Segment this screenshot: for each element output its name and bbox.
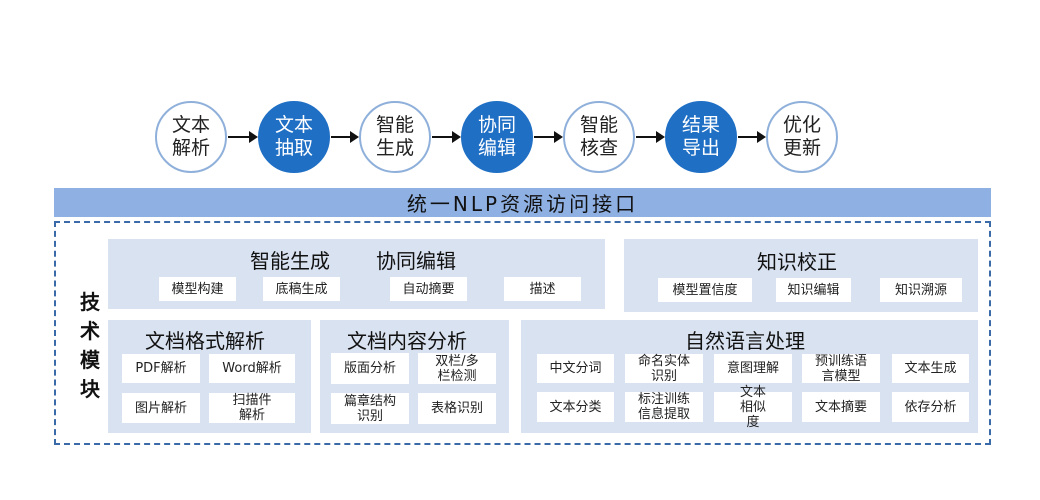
chip-draft-generate: 底稿生成 (263, 277, 340, 301)
flow-step-extract: 文本抽取 (258, 101, 330, 173)
chip-discourse-structure: 篇章结构识别 (331, 393, 409, 424)
chip-word-parse: Word解析 (209, 354, 295, 383)
flow-arrow (331, 131, 359, 143)
chip-column-detect: 双栏/多栏检测 (418, 353, 496, 384)
panel-title: 智能生成 (250, 249, 330, 273)
flow-step-parse: 文本解析 (155, 101, 227, 173)
panel-title: 知识校正 (757, 250, 837, 274)
chip-annotation-extraction: 标注训练信息提取 (625, 392, 703, 422)
flow-arrow (228, 131, 258, 143)
flow-arrow (432, 131, 461, 143)
flow-step-export: 结果导出 (665, 101, 737, 173)
flow-arrow (636, 131, 665, 143)
chip-text-summary: 文本摘要 (802, 392, 880, 422)
panel-title: 协同编辑 (376, 249, 456, 273)
chip-auto-summary: 自动摘要 (390, 277, 467, 301)
chip-knowledge-trace: 知识溯源 (880, 278, 962, 302)
flow-step-optimize: 优化更新 (766, 101, 838, 173)
panel-generate-collab: 智能生成 协同编辑 模型构建 底稿生成 自动摘要 描述 (108, 239, 605, 309)
chip-image-parse: 图片解析 (122, 393, 200, 423)
panel-title: 文档内容分析 (347, 329, 467, 353)
tech-modules-frame (54, 221, 991, 445)
panel-title: 文档格式解析 (145, 329, 265, 353)
chip-text-similarity: 文本相似度 (714, 385, 792, 430)
chip-dependency-parse: 依存分析 (892, 392, 969, 422)
chip-ner: 命名实体识别 (625, 354, 703, 384)
chip-pretrained-lm: 预训练语言模型 (802, 354, 880, 384)
panel-knowledge-correction: 知识校正 模型置信度 知识编辑 知识溯源 (624, 239, 978, 312)
panel-nlp: 自然语言处理 中文分词 命名实体识别 意图理解 预训练语言模型 文本生成 文本分… (521, 320, 978, 433)
chip-table-recognition: 表格识别 (418, 393, 496, 424)
chip-scan-parse: 扫描件解析 (209, 393, 295, 423)
unified-interface-banner: 统一NLP资源访问接口 (54, 188, 991, 217)
flow-step-check: 智能核查 (563, 101, 635, 173)
chip-knowledge-edit: 知识编辑 (776, 278, 851, 302)
tech-modules-label: 技术模块 (80, 290, 100, 401)
flow-arrow (738, 131, 766, 143)
chip-word-segmentation: 中文分词 (537, 354, 614, 383)
chip-intent: 意图理解 (714, 354, 792, 383)
chip-describe: 描述 (504, 277, 581, 301)
panel-title: 自然语言处理 (685, 329, 805, 353)
chip-pdf-parse: PDF解析 (122, 354, 200, 383)
flow-step-collab: 协同编辑 (461, 101, 533, 173)
chip-text-classification: 文本分类 (537, 392, 614, 422)
chip-model-confidence: 模型置信度 (658, 278, 752, 302)
flow-step-generate: 智能生成 (359, 101, 431, 173)
flow-arrow (534, 131, 563, 143)
panel-content-analysis: 文档内容分析 版面分析 双栏/多栏检测 篇章结构识别 表格识别 (320, 320, 509, 433)
chip-text-generation: 文本生成 (892, 354, 969, 383)
chip-model-build: 模型构建 (159, 277, 236, 301)
panel-format-parse: 文档格式解析 PDF解析 Word解析 图片解析 扫描件解析 (108, 320, 311, 433)
chip-layout-analysis: 版面分析 (331, 353, 409, 384)
